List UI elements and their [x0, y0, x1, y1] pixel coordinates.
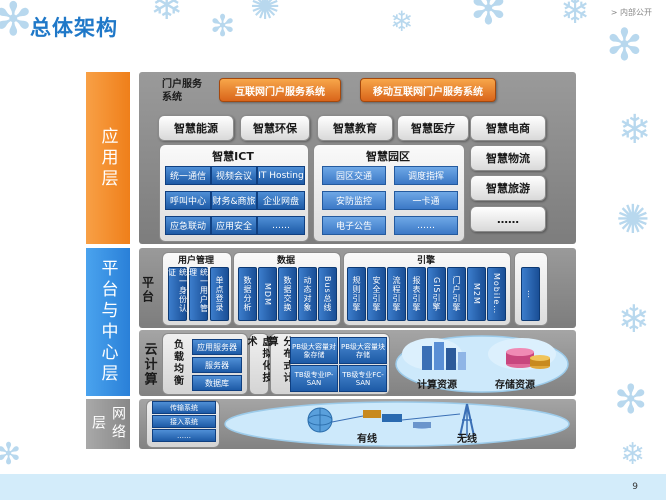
- snowflake-decoration: ✺: [616, 197, 650, 243]
- dist-pb-object[interactable]: PB级大容量对象存储: [290, 337, 338, 364]
- layer-network-label: 网络层: [90, 406, 126, 442]
- snowflake-decoration: ❄: [560, 0, 591, 32]
- network-graphic: [224, 401, 570, 447]
- ict-call-center[interactable]: 呼叫中心: [165, 191, 211, 210]
- snowflake-decoration: ❄: [150, 0, 184, 29]
- user-unified-mgmt[interactable]: 统一用户管理: [189, 267, 209, 321]
- user-unified-auth[interactable]: 统一身份认证: [168, 267, 188, 321]
- snowflake-decoration: ✻: [0, 0, 33, 46]
- app-smart-logistics[interactable]: 智慧物流: [470, 145, 546, 171]
- data-exchange[interactable]: 数据交换: [278, 267, 297, 321]
- app-smart-environment[interactable]: 智慧环保: [240, 115, 310, 141]
- data-mdm[interactable]: MDM: [258, 267, 277, 321]
- engine-security[interactable]: 安全引擎: [367, 267, 386, 321]
- ict-it-hosting[interactable]: IT Hosting: [257, 166, 305, 185]
- globe-icon: [307, 407, 333, 433]
- dist-pb-block[interactable]: PB级大容量块存储: [339, 337, 387, 364]
- footer-bar: [0, 474, 666, 500]
- classification-tag: > 内部公开: [610, 8, 652, 17]
- ict-app-security[interactable]: 应用安全: [211, 216, 257, 235]
- virt-label: 虚拟化技术: [245, 336, 271, 384]
- compute-resource-label: 计算资源: [417, 380, 457, 391]
- user-sso[interactable]: 单点登录: [210, 267, 229, 321]
- snowflake-decoration: ❄: [620, 437, 646, 472]
- data-bus[interactable]: Bus总线: [318, 267, 337, 321]
- app-smart-medical[interactable]: 智慧医疗: [397, 115, 469, 141]
- portal-label: 门户服务系统: [162, 79, 202, 103]
- ict-finance-travel[interactable]: 财务&商旅: [211, 191, 257, 210]
- page-number: 9: [632, 482, 638, 492]
- virt-box: [249, 333, 269, 395]
- portal-mobile-button[interactable]: 移动互联网门户服务系统: [360, 78, 496, 102]
- lb-server[interactable]: 服务器: [192, 357, 242, 373]
- snowflake-decoration: ✻: [0, 437, 22, 472]
- snowflake-decoration: ❄: [618, 107, 652, 153]
- storage-icon: [506, 348, 550, 369]
- park-bulletin[interactable]: 电子公告: [322, 216, 386, 235]
- lb-database[interactable]: 数据库: [192, 375, 242, 391]
- portal-internet-button[interactable]: 互联网门户服务系统: [219, 78, 341, 102]
- engine-gis[interactable]: GIS引擎: [427, 267, 446, 321]
- snowflake-decoration: ✻: [470, 0, 507, 35]
- platform-more[interactable]: …: [521, 267, 540, 321]
- layer-platform: 平台与中心层: [86, 248, 130, 396]
- engine-report[interactable]: 报表引擎: [407, 267, 426, 321]
- engine-rules[interactable]: 规则引擎: [347, 267, 366, 321]
- antenna-icon: [459, 403, 475, 437]
- lb-app-server[interactable]: 应用服务器: [192, 339, 242, 355]
- platform-label: 平台: [140, 276, 155, 304]
- ict-title: 智慧ICT: [212, 150, 254, 163]
- wired-label: 有线: [357, 434, 377, 445]
- park-dispatch[interactable]: 调度指挥: [394, 166, 458, 185]
- layer-application: 应用层: [86, 72, 130, 244]
- engine-workflow[interactable]: 流程引擎: [387, 267, 406, 321]
- ict-enterprise-disk[interactable]: 企业网盘: [257, 191, 305, 210]
- snowflake-decoration: ✺: [250, 0, 281, 28]
- snowflake-decoration: ❄: [390, 5, 414, 38]
- engine-mobile[interactable]: Mobile…: [487, 267, 506, 321]
- snowflake-decoration: ✻: [210, 9, 236, 44]
- park-traffic[interactable]: 园区交通: [322, 166, 386, 185]
- wireless-label: 无线: [457, 434, 477, 445]
- snowflake-decoration: ✻: [606, 20, 643, 71]
- park-title: 智慧园区: [366, 150, 410, 163]
- app-smart-ecommerce[interactable]: 智慧电商: [470, 115, 546, 141]
- data-title: 数据: [276, 256, 295, 266]
- layer-application-label: 应用层: [97, 126, 118, 190]
- ict-video-conference[interactable]: 视频会议: [211, 166, 257, 185]
- dist-label: 分布式计算: [266, 336, 292, 384]
- net-transport[interactable]: 传输系统: [152, 401, 216, 414]
- park-card[interactable]: 一卡通: [394, 191, 458, 210]
- server-icon: [422, 342, 466, 370]
- layer-platform-label: 平台与中心层: [97, 259, 118, 385]
- dist-fc-san[interactable]: TB级专业FC-SAN: [339, 365, 387, 392]
- cloud-resources-graphic: [395, 335, 569, 393]
- router-icon: [363, 410, 431, 429]
- data-analysis[interactable]: 数据分析: [238, 267, 257, 321]
- net-more[interactable]: ……: [152, 429, 216, 442]
- app-smart-energy[interactable]: 智慧能源: [158, 115, 234, 141]
- dist-ip-san[interactable]: TB级专业IP-SAN: [290, 365, 338, 392]
- data-dynamic-object[interactable]: 动态对象: [298, 267, 317, 321]
- app-more[interactable]: ……: [470, 206, 546, 232]
- ict-emergency[interactable]: 应急联动: [165, 216, 211, 235]
- user-mgmt-title: 用户管理: [177, 256, 214, 266]
- page-title: 总体架构: [30, 16, 118, 40]
- layer-network: 网络层: [86, 399, 130, 449]
- ict-unified-comm[interactable]: 统一通信: [165, 166, 211, 185]
- app-smart-tourism[interactable]: 智慧旅游: [470, 175, 546, 201]
- snowflake-decoration: ❄: [618, 297, 650, 341]
- ict-more[interactable]: ……: [257, 216, 305, 235]
- park-more[interactable]: ……: [394, 216, 458, 235]
- lb-label: 负载均衡: [171, 339, 183, 387]
- engine-m2m[interactable]: M2M: [467, 267, 486, 321]
- storage-resource-label: 存储资源: [495, 380, 535, 391]
- net-access[interactable]: 接入系统: [152, 415, 216, 428]
- snowflake-decoration: ✻: [614, 377, 648, 423]
- engine-portal[interactable]: 门户引擎: [447, 267, 466, 321]
- park-security[interactable]: 安防监控: [322, 191, 386, 210]
- app-smart-education[interactable]: 智慧教育: [317, 115, 393, 141]
- cloud-label: 云计算: [141, 341, 157, 387]
- engine-title: 引擎: [416, 256, 435, 266]
